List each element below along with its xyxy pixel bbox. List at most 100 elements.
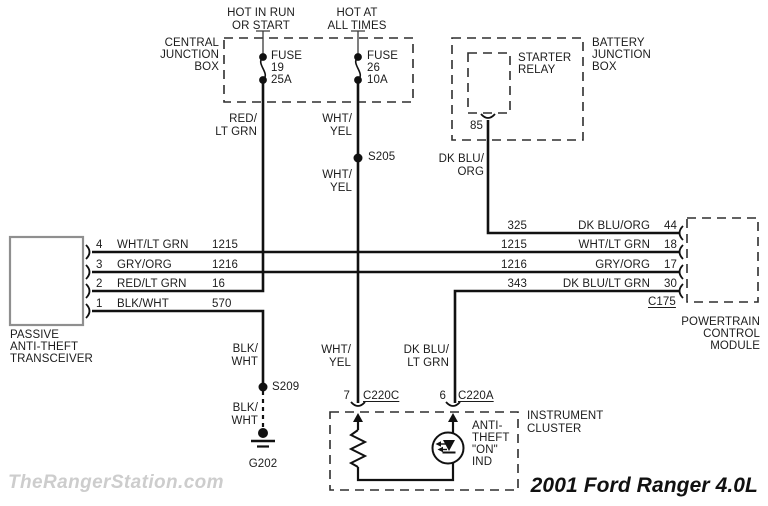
splice-s209-dot xyxy=(258,382,268,392)
power-feed-lines xyxy=(256,30,365,57)
wire-blk-wht xyxy=(92,309,265,384)
battery-junction-box-outline xyxy=(451,37,584,141)
fuse-26-icon xyxy=(354,53,362,84)
transceiver-label-line1: PASSIVE xyxy=(10,329,60,341)
splice-s205-dot xyxy=(353,153,363,163)
cluster-pin7-label: 7 xyxy=(343,390,350,402)
fuse-26-label-line3: 10A xyxy=(367,74,388,86)
fuse-19-label-line3: 25A xyxy=(271,74,292,86)
cluster-pin6-label: 6 xyxy=(439,390,446,402)
pcm-label-line2: CONTROL xyxy=(703,328,760,340)
central-junction-box-outline xyxy=(223,37,414,103)
cluster-c220a-connector xyxy=(445,401,461,407)
pcm-row4-color: DK BLU/LT GRN xyxy=(562,278,650,290)
transceiver-pin-connectors xyxy=(85,244,91,319)
pcm-row4-pin: 30 xyxy=(664,278,677,290)
transceiver-row1-circuit: 1215 xyxy=(212,239,238,251)
relay-pin85-connector xyxy=(480,113,496,119)
wire-red-lt-grn xyxy=(92,83,265,293)
blk-wht-upper-label-line1: BLK/ xyxy=(232,343,258,355)
connector-c220a-label: C220A xyxy=(458,390,494,402)
anti-theft-ind-label-line2: THEFT xyxy=(472,432,510,444)
starter-relay-outline xyxy=(467,52,511,114)
transceiver-row3-circuit: 16 xyxy=(212,278,225,290)
transceiver-row1-pin: 4 xyxy=(96,239,103,251)
instrument-cluster-label-line2: CLUSTER xyxy=(527,423,582,435)
connector-c220c-label: C220C xyxy=(363,390,400,402)
transceiver-row2-pin: 3 xyxy=(96,259,103,271)
anti-theft-led-icon xyxy=(431,431,465,465)
watermark-text: TheRangerStation.com xyxy=(8,472,224,493)
hot-all-times-label-line2: ALL TIMES xyxy=(327,20,387,32)
anti-theft-ind-label-line3: "ON" xyxy=(472,444,498,456)
starter-relay-label-line2: RELAY xyxy=(518,64,556,76)
wire-dk-blu-org xyxy=(486,120,679,235)
pcm-row3-pin: 17 xyxy=(664,259,677,271)
cluster-c220c-connector xyxy=(350,401,366,407)
fuse-26-label-line1: FUSE xyxy=(367,50,399,62)
pcm-row2-circuit: 1215 xyxy=(501,239,527,251)
central-junction-box-label-line2: JUNCTION xyxy=(160,49,219,61)
starter-relay-label-line1: STARTER xyxy=(518,52,572,64)
fuse-26-label-line2: 26 xyxy=(367,62,380,74)
hot-run-start-label-line1: HOT IN RUN xyxy=(227,7,295,19)
transceiver-row3-color: RED/LT GRN xyxy=(117,278,187,290)
pcm-row3-color: GRY/ORG xyxy=(595,259,650,271)
pcm-pin-connectors xyxy=(678,225,684,299)
hot-all-times-label-line1: HOT AT xyxy=(336,7,378,19)
blk-wht-lower-label-line2: WHT xyxy=(231,415,258,427)
instrument-cluster-label-line1: INSTRUMENT xyxy=(527,410,604,422)
transceiver-label-line2: ANTI-THEFT xyxy=(10,341,79,353)
transceiver-label-line3: TRANSCEIVER xyxy=(10,353,93,365)
anti-theft-ind-label-line1: ANTI- xyxy=(472,420,503,432)
transceiver-row3-pin: 2 xyxy=(96,278,103,290)
battery-junction-box-label-line2: JUNCTION xyxy=(592,49,651,61)
red-lt-grn-label-line2: LT GRN xyxy=(215,126,257,138)
dk-blu-lt-grn-label-line1: DK BLU/ xyxy=(403,344,449,356)
wht-yel-upper-label-line2: YEL xyxy=(329,126,352,138)
splice-s209-label: S209 xyxy=(272,381,300,393)
blk-wht-upper-label-line2: WHT xyxy=(231,356,258,368)
splice-s205-label: S205 xyxy=(368,151,396,163)
ground-icon xyxy=(251,428,275,448)
pcm-row2-pin: 18 xyxy=(664,239,677,251)
anti-theft-ind-label-line4: IND xyxy=(472,456,493,468)
red-lt-grn-label-line1: RED/ xyxy=(229,113,257,125)
blk-wht-lower-label-line1: BLK/ xyxy=(232,402,258,414)
pcm-outline xyxy=(686,217,759,303)
pcm-label-line3: MODULE xyxy=(710,340,760,352)
connector-c175-label: C175 xyxy=(648,296,676,308)
instrument-cluster-outline xyxy=(329,411,519,491)
transceiver-outline xyxy=(8,235,85,327)
battery-junction-box-label-line3: BOX xyxy=(592,61,617,73)
pcm-row1-pin: 44 xyxy=(664,220,677,232)
pcm-row1-circuit: 325 xyxy=(507,220,527,232)
fuse-19-label-line2: 19 xyxy=(271,62,284,74)
central-junction-box-label-line3: BOX xyxy=(194,61,219,73)
relay-pin85-label: 85 xyxy=(470,120,483,132)
transceiver-row4-color: BLK/WHT xyxy=(117,298,169,310)
central-junction-box-label-line1: CENTRAL xyxy=(164,37,219,49)
pcm-row2-color: WHT/LT GRN xyxy=(578,239,650,251)
transceiver-row1-color: WHT/LT GRN xyxy=(117,239,189,251)
wht-yel-lower-label-line1: WHT/ xyxy=(321,344,351,356)
dk-blu-org-label-line2: ORG xyxy=(457,166,484,178)
pcm-label-line1: POWERTRAIN xyxy=(681,316,760,328)
wht-yel-upper-label-line1: WHT/ xyxy=(322,113,352,125)
hot-run-start-label-line2: OR START xyxy=(232,20,290,32)
ground-g202-label: G202 xyxy=(248,458,278,470)
transceiver-row4-pin: 1 xyxy=(96,298,103,310)
cluster-internal-circuit xyxy=(348,413,465,482)
pcm-row1-color: DK BLU/ORG xyxy=(578,220,650,232)
transceiver-row2-circuit: 1216 xyxy=(212,259,238,271)
fuse-19-icon xyxy=(259,53,267,84)
wht-yel-lower-label-line2: YEL xyxy=(328,357,351,369)
wht-yel-mid-label-line1: WHT/ xyxy=(322,169,352,181)
dk-blu-lt-grn-label-line2: LT GRN xyxy=(407,357,449,369)
fuse-19-label-line1: FUSE xyxy=(271,50,303,62)
wht-yel-mid-label-line2: YEL xyxy=(329,182,352,194)
transceiver-row2-color: GRY/ORG xyxy=(117,259,172,271)
battery-junction-box-label-line1: BATTERY xyxy=(592,37,645,49)
